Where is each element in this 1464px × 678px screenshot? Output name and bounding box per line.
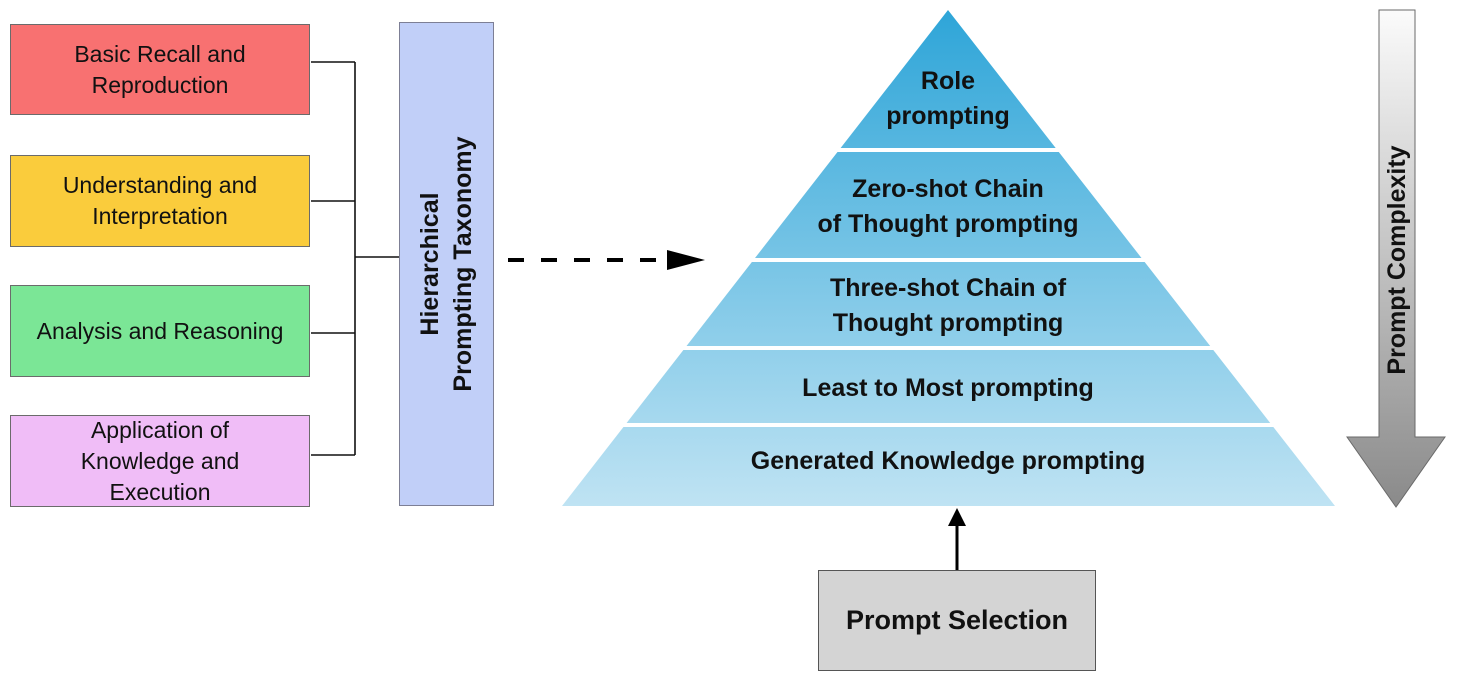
level-line: Three-shot Chain of xyxy=(829,274,1067,302)
category-line: Interpretation xyxy=(92,203,228,229)
level-line: Thought prompting xyxy=(832,309,1064,337)
taxonomy-line: Prompting Taxonomy xyxy=(448,136,477,392)
level-line: of Thought prompting xyxy=(817,210,1079,238)
taxonomy-box: Hierarchical Prompting Taxonomy xyxy=(399,22,494,506)
level-line: prompting xyxy=(886,102,1010,130)
dashed-arrow-icon xyxy=(508,250,705,270)
level-line: Role xyxy=(920,67,976,95)
category-bracket xyxy=(311,61,399,456)
taxonomy-label: Hierarchical Prompting Taxonomy xyxy=(414,54,480,474)
category-line: Reproduction xyxy=(91,71,229,98)
category-line: Execution xyxy=(109,478,211,505)
category-understanding: Understanding and Interpretation xyxy=(10,155,310,247)
up-arrow-icon xyxy=(948,508,966,570)
category-line: Application of xyxy=(90,416,230,443)
pyramid-level-three-shot-cot: Three-shot Chain of Thought prompting xyxy=(560,271,1336,341)
pyramid-level-generated-knowledge: Generated Knowledge prompting xyxy=(560,444,1336,479)
category-line: Analysis and Reasoning xyxy=(36,317,284,344)
category-line: Knowledge and xyxy=(80,447,240,474)
category-line: Understanding and xyxy=(62,172,258,198)
level-line: Zero-shot Chain xyxy=(852,175,1044,203)
prompt-selection-box: Prompt Selection xyxy=(818,570,1096,671)
pyramid-level-least-to-most: Least to Most prompting xyxy=(560,371,1336,406)
complexity-label: Prompt Complexity xyxy=(1383,145,1411,375)
prompt-selection-label: Prompt Selection xyxy=(845,605,1069,635)
category-application: Application of Knowledge and Execution xyxy=(10,415,310,507)
level-line: Least to Most prompting xyxy=(802,374,1094,402)
category-line: Basic Recall and xyxy=(74,40,246,67)
complexity-arrow-icon xyxy=(1346,9,1446,508)
category-analysis: Analysis and Reasoning xyxy=(10,285,310,377)
category-basic-recall: Basic Recall and Reproduction xyxy=(10,24,310,115)
pyramid-level-zero-shot-cot: Zero-shot Chain of Thought prompting xyxy=(560,172,1336,242)
level-line: Generated Knowledge prompting xyxy=(750,447,1146,475)
taxonomy-line: Hierarchical xyxy=(415,192,444,336)
pyramid-level-role: Role prompting xyxy=(560,64,1336,134)
prompt-pyramid xyxy=(562,10,1335,506)
